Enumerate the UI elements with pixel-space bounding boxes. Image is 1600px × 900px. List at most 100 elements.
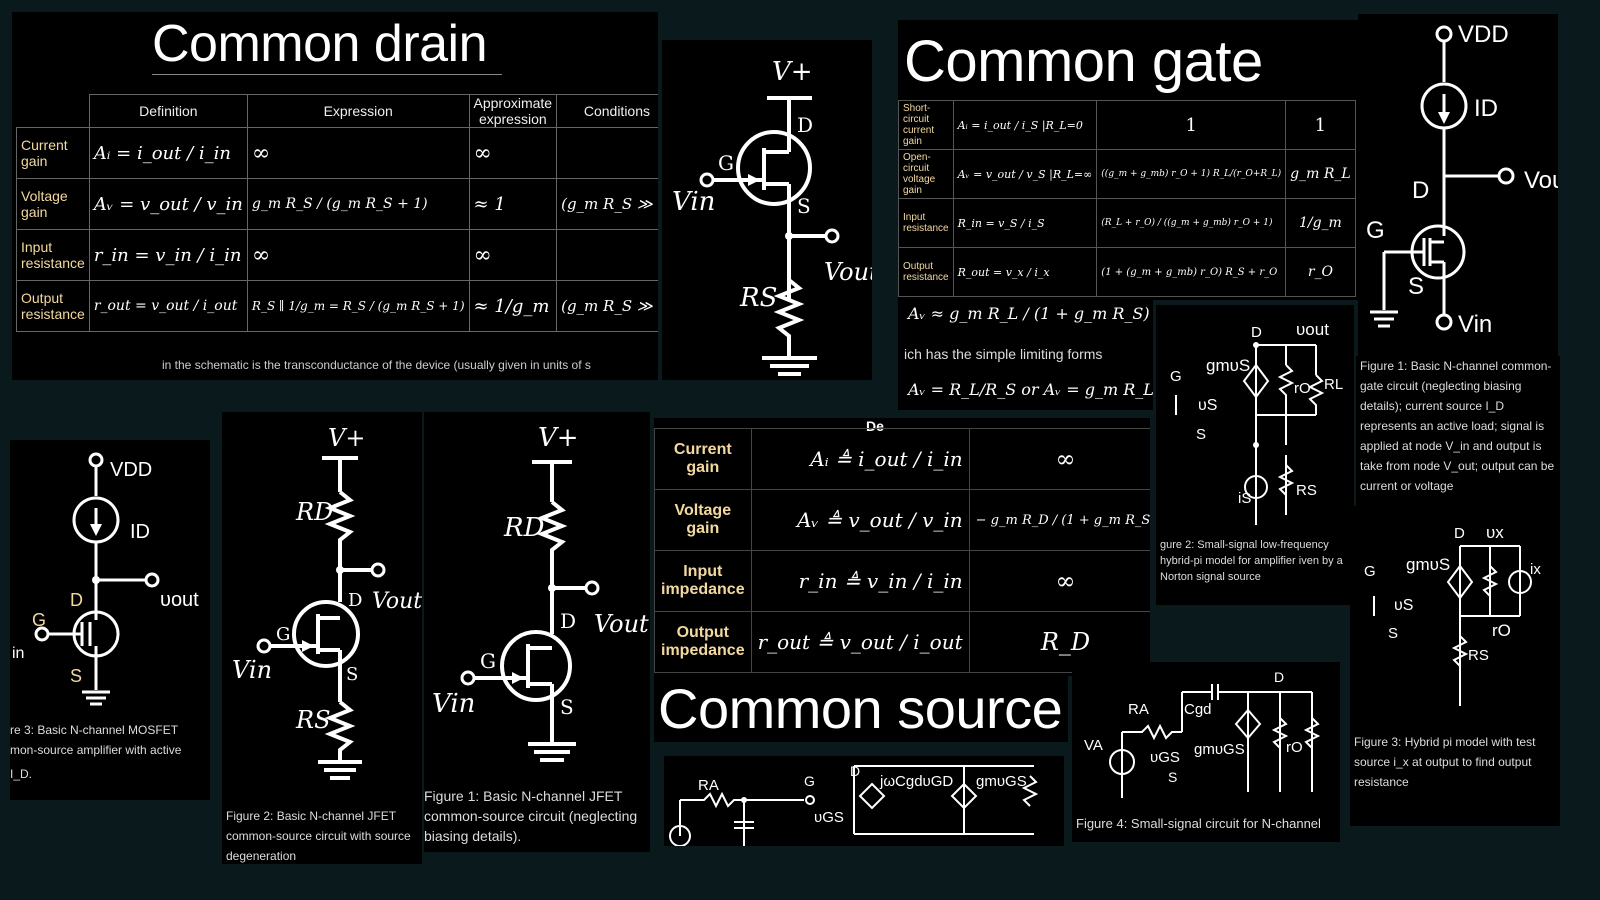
- ra-label: RA: [1128, 701, 1149, 718]
- title-underline: [152, 74, 502, 75]
- rs-label: RS: [739, 283, 777, 313]
- drain-label: D: [560, 609, 576, 633]
- source-label: S: [1408, 273, 1424, 300]
- expression-cell: ((g_m + g_mb) r_O + 1) R_L/(r_O+R_L): [1096, 149, 1287, 199]
- definition-cell: Aᵢ = i_out / i_S |R_L=0: [952, 100, 1098, 150]
- fig1-caption: Figure 1: Basic N-channel common-gate ci…: [1360, 359, 1555, 493]
- rs-label: RS: [1296, 482, 1317, 499]
- definition-cell: r_in = v_in / i_in: [88, 229, 248, 281]
- gate-label: G: [1366, 217, 1385, 244]
- definition-cell: Aᵢ = i_out / i_in: [88, 127, 248, 179]
- gate-label: G: [276, 624, 290, 645]
- vgs-label: υGS: [1150, 749, 1180, 766]
- definition-cell: Aᵥ ≜ v_out / v_in: [750, 489, 970, 551]
- drain-label: D: [348, 590, 362, 611]
- common-gate-table: Short-circuit current gain Aᵢ = i_out / …: [898, 100, 1356, 297]
- common-gate-fig1-panel: Figure 1: Basic N-channel common-gate ci…: [1356, 356, 1560, 506]
- expression-cell: R_S ∥ 1/g_m = R_S / (g_m R_S + 1): [246, 280, 470, 332]
- s-label: S: [1168, 769, 1177, 785]
- common-drain-schematic: V+ D G S Vin Vout RS: [662, 40, 872, 380]
- va-label: VA: [1084, 737, 1103, 754]
- id-label: ID: [130, 521, 150, 543]
- condition-cell: [556, 127, 658, 179]
- ro-label: rO: [1492, 621, 1511, 640]
- rd-label: RD: [503, 513, 545, 543]
- gm-label: gmυGS: [976, 773, 1027, 790]
- common-source-title: Common source: [658, 677, 1063, 740]
- row-label: Voltage gain: [654, 489, 752, 551]
- s-label: S: [1388, 625, 1398, 642]
- vplus-label: V+: [328, 424, 365, 452]
- row-label: Voltage gain: [16, 178, 90, 230]
- expression-cell: (1 + (g_m + g_mb) r_O) R_S + r_O: [1096, 247, 1287, 297]
- value-cell: − g_m R_D / (1 + g_m R_S): [968, 489, 1150, 551]
- gm-label: gmυGS: [1194, 741, 1245, 758]
- definition-cell: Aᵢ ≜ i_out / i_in: [750, 428, 970, 490]
- drain-label: D: [70, 590, 83, 610]
- rs-label: RS: [295, 706, 331, 734]
- definition-cell: r_in ≜ v_in / i_in: [750, 550, 970, 612]
- vx-label: υx: [1486, 523, 1504, 542]
- vout-label: υout: [160, 589, 199, 611]
- is-label: iS: [1238, 490, 1251, 507]
- expression-cell: ∞: [246, 229, 470, 281]
- definition-cell: Aᵥ = v_out / v_in: [88, 178, 248, 230]
- expression-cell: 1: [1096, 100, 1287, 150]
- cs-jfet-basic-panel: V+ RD D Vout G S Vin Figure 1: Basic N-c…: [424, 412, 650, 852]
- vin-label: Vin: [1458, 311, 1492, 338]
- common-source-table: Current gain Aᵢ ≜ i_out / i_in ∞ Voltage…: [654, 428, 1150, 673]
- source-label: S: [70, 666, 82, 686]
- expression-cell: g_m R_S / (g_m R_S + 1): [246, 178, 470, 230]
- gate-label: G: [32, 610, 46, 630]
- drain-label: D: [797, 113, 813, 137]
- approx-cell: 1: [1285, 100, 1356, 150]
- table-row: Voltage gain Aᵥ ≜ v_out / v_in − g_m R_D…: [654, 489, 1150, 551]
- vin-label: Vin: [672, 187, 715, 217]
- cs-fig3-caption: re 3: Basic N-channel MOSFET mon-source …: [10, 723, 182, 757]
- g-label: G: [1364, 563, 1376, 580]
- mosfet-circuit-svg: VDD ID υout D G S in: [12, 452, 199, 706]
- cs-fig4-panel: VA RA Cgd gmυGS rO υGS S D Figure 4: Sma…: [1072, 662, 1340, 842]
- condition-cell: [556, 229, 658, 281]
- common-drain-panel: Common drain Definition Expression Appro…: [12, 12, 658, 380]
- common-drain-title: Common drain: [152, 15, 488, 73]
- cs-jfet-degeneration-panel: V+ RD D Vout G S Vin RS Figure 2: Basic …: [222, 412, 422, 864]
- common-gate-panel: Common gate Short-circuit current gain A…: [898, 20, 1358, 300]
- value-cell: ∞: [968, 550, 1150, 612]
- row-label: Output resistance: [898, 247, 954, 297]
- row-label: Open-circuit voltage gain: [898, 149, 954, 199]
- gate-label: G: [718, 151, 734, 175]
- vout-label: Vou: [1524, 167, 1558, 194]
- table-row: Short-circuit current gain Aᵢ = i_out / …: [898, 100, 1356, 150]
- source-label: S: [797, 194, 811, 218]
- common-drain-table: Definition Expression Approximate expres…: [16, 94, 658, 332]
- header-conditions: Conditions: [556, 94, 658, 128]
- row-label: Input impedance: [654, 550, 752, 612]
- gm-label: gmυS: [1406, 555, 1450, 574]
- vs-label: υS: [1198, 397, 1217, 414]
- d-label: D: [1454, 525, 1465, 542]
- approx-cell: ∞: [468, 229, 558, 281]
- rd-label: RD: [295, 498, 333, 526]
- table-row: Output resistance R_out = v_x / i_x (1 +…: [898, 247, 1356, 297]
- common-source-title-panel: Common source: [654, 676, 1068, 742]
- header-approx: Approximate expression: [468, 94, 558, 128]
- cg-circuit-svg: VDD ID D Vou G S Vin: [1366, 21, 1558, 338]
- vdd-label: VDD: [1458, 21, 1509, 48]
- approx-cell: 1/g_m: [1285, 198, 1356, 248]
- cg-hybrid-pi-fig3: D υx gmυS υS S rO RS ix G Figure 3: Hybr…: [1350, 506, 1560, 826]
- table-header-row: Definition Expression Approximate expres…: [17, 94, 658, 128]
- approx-cell: r_O: [1285, 247, 1356, 297]
- g-label: G: [1170, 368, 1182, 385]
- fig3-circuit-svg: D υx gmυS υS S rO RS ix G: [1364, 523, 1541, 706]
- row-label: Current gain: [654, 428, 752, 490]
- d-label: D: [850, 763, 860, 779]
- fig4-circuit-svg: VA RA Cgd gmυGS rO υGS S D: [1084, 669, 1321, 798]
- cg-hybrid-pi-fig2: D gmυS υS S υout rO RL iS RS G gure 2: S…: [1156, 305, 1354, 605]
- vin-label: Vin: [232, 656, 272, 684]
- row-label: Input resistance: [16, 229, 90, 281]
- vout-label: Vout: [372, 589, 422, 614]
- vdd-label: VDD: [110, 459, 152, 481]
- ix-label: ix: [1530, 561, 1541, 578]
- source-label: S: [346, 664, 358, 685]
